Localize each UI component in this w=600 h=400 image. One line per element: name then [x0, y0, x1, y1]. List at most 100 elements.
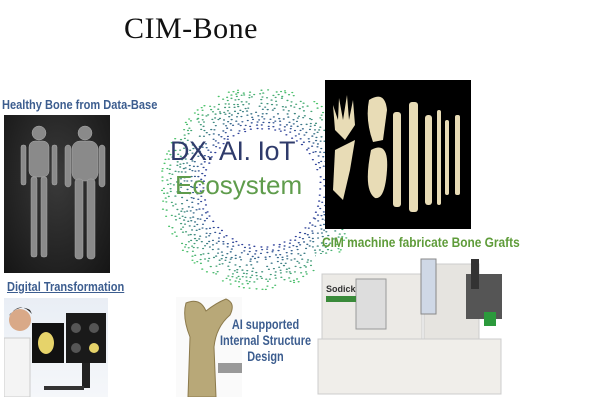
ring-dot — [319, 207, 322, 210]
ring-dot — [279, 253, 282, 256]
ring-dot — [210, 156, 213, 158]
ring-dot — [230, 248, 233, 250]
ring-dot — [197, 198, 200, 200]
ring-dot — [321, 235, 324, 238]
ring-dot — [301, 258, 304, 260]
ring-dot — [297, 281, 300, 283]
ring-dot — [220, 258, 223, 260]
ring-dot — [267, 268, 271, 271]
ring-dot — [248, 91, 252, 93]
ring-dot — [224, 103, 227, 105]
bones-image — [325, 80, 471, 229]
ring-dot — [166, 192, 169, 194]
ring-dot — [313, 133, 316, 135]
ring-dot — [310, 118, 313, 121]
ring-dot — [193, 237, 197, 240]
ring-dot — [211, 244, 215, 246]
ring-dot — [246, 282, 249, 285]
ring-dot — [229, 123, 232, 125]
ring-dot — [240, 94, 243, 96]
ring-dot — [295, 245, 298, 248]
ring-dot — [274, 100, 278, 102]
ring-dot — [256, 278, 259, 280]
ring-dot — [215, 265, 218, 267]
ring-dot — [301, 106, 304, 108]
skeleton-image — [4, 115, 110, 273]
ring-dot — [197, 170, 200, 172]
ring-dot — [307, 138, 310, 140]
ring-dot — [316, 168, 319, 171]
ring-dot — [248, 244, 251, 246]
ring-dot — [314, 163, 317, 166]
ring-dot — [187, 234, 190, 236]
ring-dot — [289, 280, 292, 283]
ring-dot — [209, 265, 212, 268]
ring-dot — [205, 147, 208, 149]
ring-dot — [203, 105, 206, 107]
ring-dot — [319, 117, 322, 119]
ring-dot — [325, 231, 328, 233]
ring-dot — [320, 114, 323, 116]
ring-dot — [199, 124, 202, 126]
ring-dot — [221, 263, 224, 265]
ring-dot — [193, 221, 197, 223]
ring-dot — [279, 130, 282, 132]
ring-dot — [237, 281, 241, 283]
ring-dot — [239, 109, 242, 112]
ring-dot — [223, 106, 227, 109]
ring-dot — [261, 248, 264, 251]
ring-dot — [223, 236, 226, 238]
ring-dot — [186, 180, 189, 182]
ring-dot — [293, 258, 296, 260]
ring-dot — [207, 155, 210, 158]
ring-dot — [179, 178, 183, 180]
ring-dot — [222, 98, 225, 100]
ring-dot — [295, 120, 299, 123]
ring-dot — [295, 278, 299, 280]
ring-dot — [308, 141, 311, 143]
ring-dot — [335, 243, 339, 246]
ring-dot — [289, 239, 292, 241]
ring-dot — [170, 214, 173, 217]
ring-dot — [191, 191, 195, 194]
ring-dot — [186, 210, 189, 212]
ring-dot — [191, 250, 194, 252]
ring-dot — [289, 127, 292, 130]
ring-dot — [186, 148, 189, 151]
ring-dot — [180, 203, 184, 205]
ring-dot — [184, 216, 187, 219]
ring-dot — [238, 130, 241, 132]
ring-dot — [283, 126, 286, 128]
ring-dot — [231, 124, 235, 127]
ring-dot — [256, 261, 259, 263]
ring-dot — [227, 121, 230, 123]
ring-dot — [291, 91, 294, 94]
ring-dot — [319, 126, 322, 128]
ring-dot — [314, 252, 317, 254]
ring-dot — [302, 102, 305, 104]
ring-dot — [309, 264, 313, 267]
ring-dot — [338, 233, 341, 235]
ring-dot — [201, 223, 205, 225]
ring-dot — [318, 129, 321, 131]
ring-dot — [201, 119, 204, 121]
ring-dot — [274, 254, 278, 256]
ring-dot — [232, 241, 235, 244]
ring-dot — [194, 170, 197, 172]
ring-dot — [207, 252, 210, 255]
ring-dot — [313, 249, 317, 251]
ring-dot — [280, 97, 284, 99]
ring-dot — [264, 258, 267, 260]
ring-dot — [177, 177, 180, 179]
ring-dot — [211, 111, 215, 113]
ring-dot — [342, 239, 346, 242]
ring-dot — [288, 267, 291, 270]
ring-dot — [212, 121, 215, 124]
ring-dot — [217, 226, 220, 229]
ring-dot — [233, 106, 236, 109]
ring-dot — [245, 101, 248, 103]
ring-dot — [212, 226, 215, 229]
ring-dot — [186, 153, 189, 155]
ring-dot — [192, 147, 195, 150]
ring-dot — [277, 93, 280, 96]
